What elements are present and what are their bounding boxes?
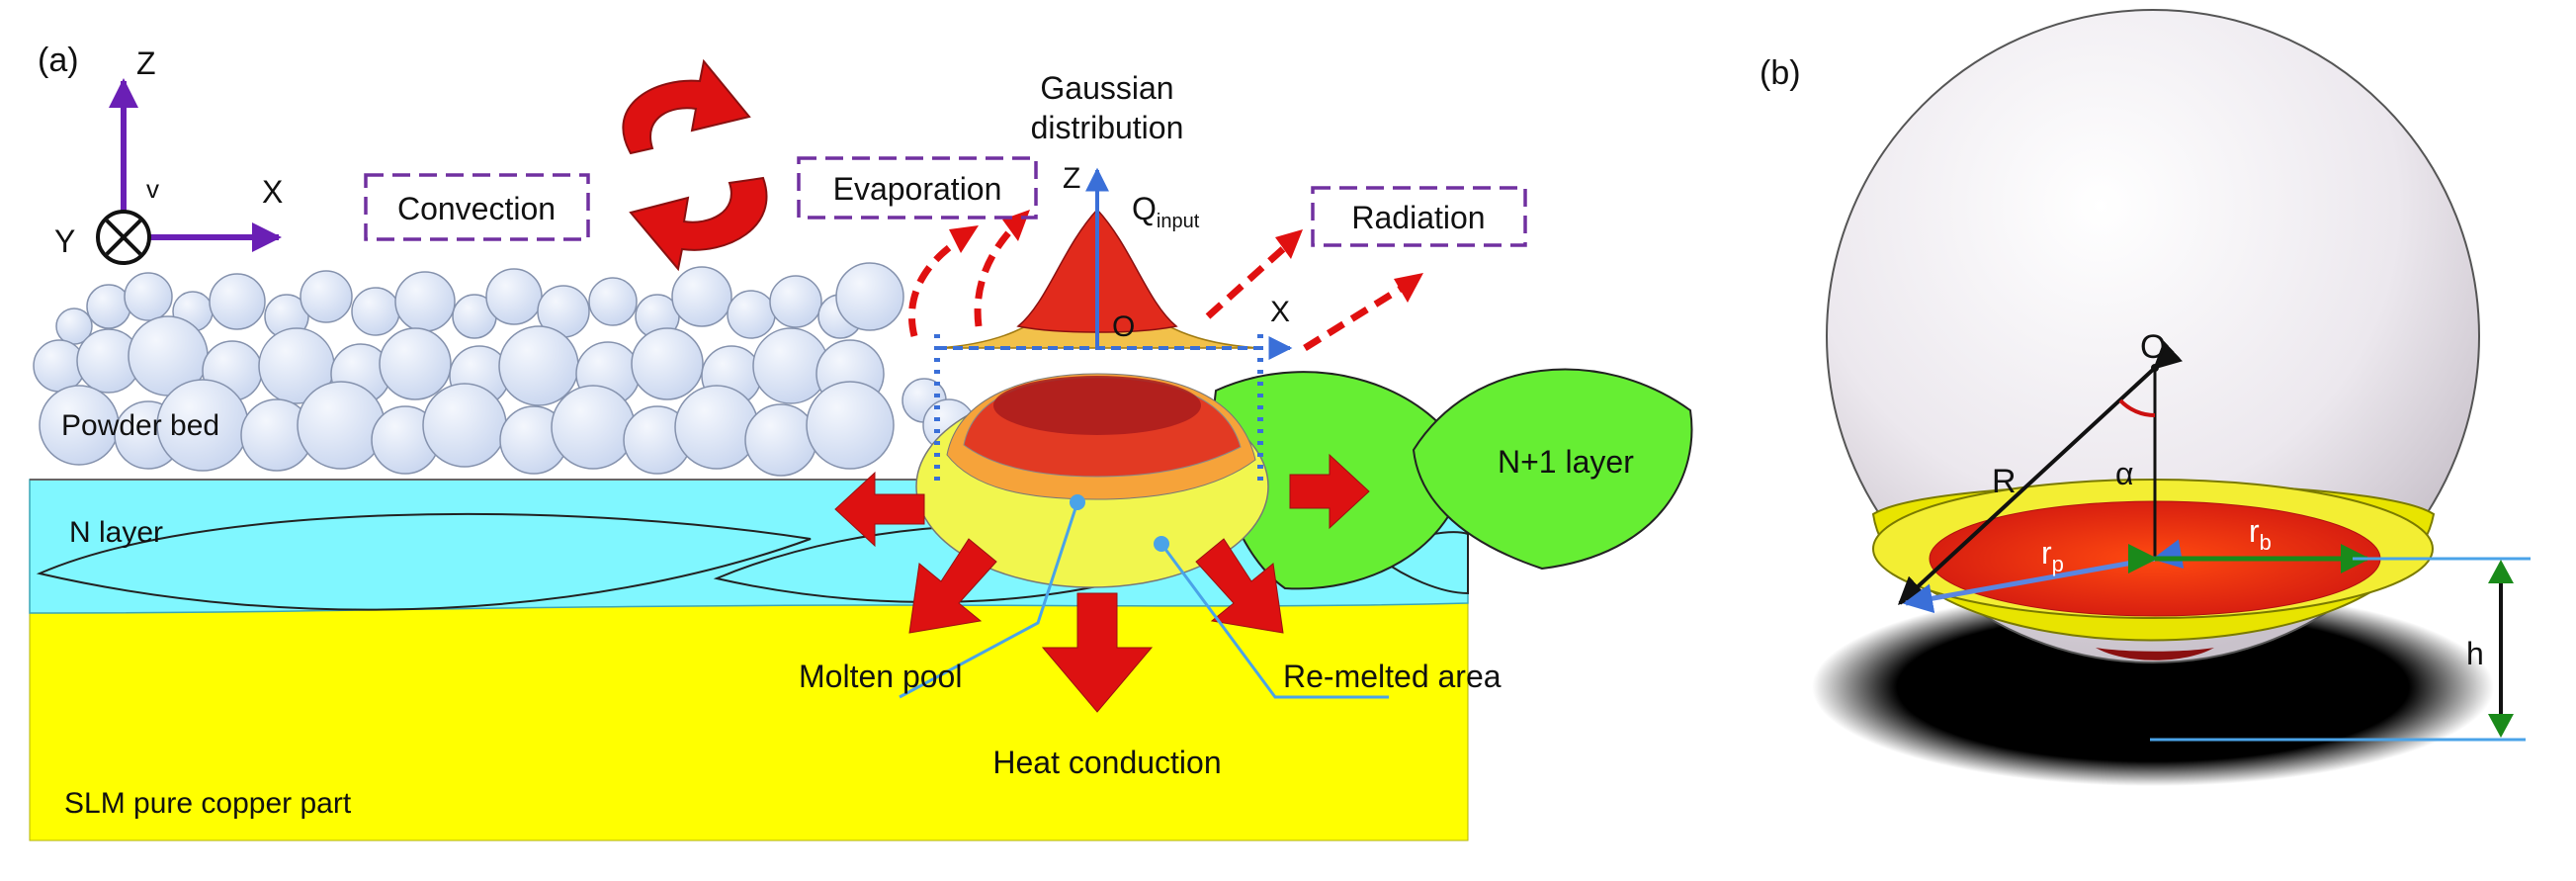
powder-particle: [297, 381, 386, 470]
heat-arrow-down: [1041, 592, 1154, 713]
evaporation-arrows: [907, 220, 1021, 337]
remelted-dot: [1154, 536, 1169, 552]
powder-particle: [86, 284, 131, 329]
powder-particle: [631, 327, 704, 400]
gaussian-label-line2: distribution: [1031, 110, 1184, 145]
panel-b-tag: (b): [1760, 54, 1801, 92]
gaussian-label-line1: Gaussian: [1040, 70, 1173, 106]
radiation-box: [1311, 186, 1527, 247]
panel-a: (a) Z X O Qinput Gaussian distribut: [29, 42, 1693, 841]
panel-a-tag: (a): [38, 42, 79, 79]
n1-layer-bead-2: [1412, 368, 1693, 571]
remelted-label: Re-melted area: [1283, 659, 1502, 694]
powder-particle: [674, 385, 759, 470]
alpha-arc: [2118, 398, 2156, 418]
powder-particle: [300, 270, 353, 323]
heat-arrows: [834, 453, 1370, 713]
powder-particle: [806, 381, 895, 470]
convection-cycle: [622, 58, 768, 272]
molten-pool-label: Molten pool: [799, 659, 962, 694]
powder-particle: [485, 268, 543, 325]
powder-particle: [835, 262, 904, 331]
powder-particle: [744, 403, 817, 477]
powder-particle: [394, 271, 456, 332]
origin-O-label: O: [2140, 328, 2166, 366]
powder-particle: [671, 266, 732, 327]
heat-arrow-down-left: [908, 538, 997, 634]
h-label: h: [2466, 636, 2484, 671]
powder-particle: [498, 325, 579, 406]
coordinate-system: Z X Y v: [54, 45, 283, 265]
radiation-arrows: [1205, 244, 1406, 351]
powder-particle: [379, 327, 452, 400]
rb-label: rb: [2249, 513, 2272, 555]
radiation-arrowheads: [1275, 229, 1423, 303]
axis-y-label: Y: [54, 223, 75, 259]
powder-bed: [33, 262, 976, 477]
sphere-shadow: [1812, 588, 2494, 786]
heat-arrow-down-right: [1195, 538, 1284, 634]
powder-particle: [588, 277, 638, 326]
panel-b: (b) O R α rp rb h: [1760, 9, 2531, 786]
powder-particle: [727, 290, 776, 339]
molten-pool-dot: [1070, 494, 1085, 510]
axis-x-label: X: [262, 174, 283, 210]
beam-origin-label: O: [1112, 310, 1135, 343]
alpha-label: α: [2115, 456, 2134, 491]
velocity-label: v: [146, 174, 159, 204]
radiation-label: Radiation: [1351, 200, 1485, 235]
powder-particle: [351, 287, 400, 336]
convection-box: [364, 173, 590, 241]
heat-arrow-right: [1289, 453, 1370, 530]
powder-particle: [209, 273, 266, 330]
molten-pool-core: [993, 376, 1201, 435]
cap-bottom-red: [2096, 648, 2214, 661]
n1-layer-label: N+1 layer: [1498, 444, 1634, 480]
heat-arrow-left: [834, 471, 925, 548]
evaporation-box: [797, 156, 1038, 220]
powder-particle: [551, 385, 636, 470]
heat-conduction-label: Heat conduction: [992, 745, 1221, 780]
pointer-lines: [899, 501, 1389, 699]
evaporation-label: Evaporation: [833, 171, 1002, 207]
convection-label: Convection: [397, 191, 556, 226]
powder-particle: [769, 275, 822, 328]
n-layer-label: N layer: [69, 516, 163, 549]
q-input-label: Qinput: [1132, 191, 1200, 232]
n-layer-track-1: [36, 512, 812, 611]
rp-arrow: [1903, 539, 2185, 614]
beam-z-label: Z: [1063, 162, 1080, 195]
axis-z-label: Z: [136, 45, 156, 81]
beam-x-label: X: [1270, 296, 1290, 328]
powder-particle: [124, 272, 173, 321]
powder-particle: [422, 383, 507, 468]
evaporation-arrowheads: [949, 210, 1030, 253]
part-label: SLM pure copper part: [64, 787, 352, 820]
R-label: R: [1992, 463, 2017, 500]
rp-label: rp: [2041, 535, 2064, 576]
powder-bed-label: Powder bed: [61, 409, 219, 442]
